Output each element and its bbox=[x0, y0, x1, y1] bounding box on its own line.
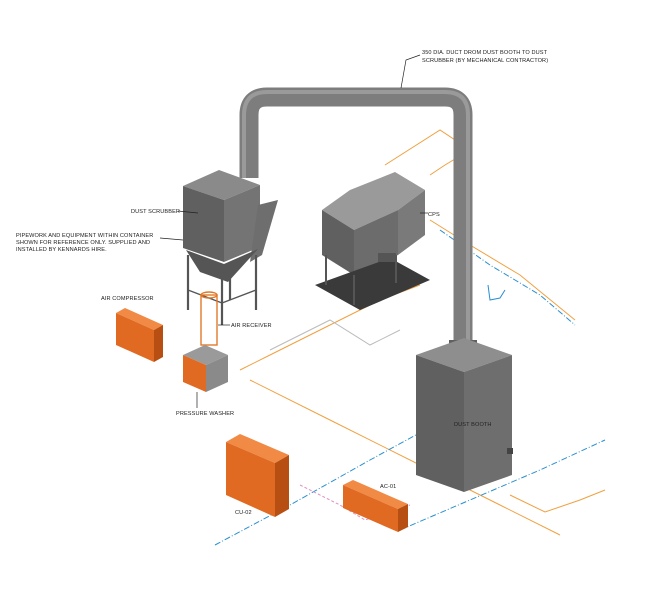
label-air-compressor: AIR COMPRESSOR bbox=[101, 296, 154, 302]
dust-scrubber bbox=[183, 170, 278, 325]
ac-01-unit bbox=[343, 480, 408, 532]
pipework-note-line1: PIPEWORK AND EQUIPMENT WITHIN CONTAINER bbox=[16, 233, 153, 239]
leader-lines bbox=[159, 54, 428, 408]
cps-motor bbox=[378, 253, 396, 262]
scrubber-hopper bbox=[250, 200, 278, 262]
duct-arch bbox=[239, 87, 473, 350]
air-receiver bbox=[200, 291, 218, 346]
scrubber-legs bbox=[186, 255, 258, 325]
label-dust-scrubber: DUST SCRUBBER bbox=[131, 209, 180, 215]
duct-highlight bbox=[242, 90, 470, 350]
ac01-side bbox=[398, 504, 408, 532]
pipework-leader bbox=[159, 237, 184, 241]
air-compressor bbox=[116, 308, 163, 362]
washer-side bbox=[206, 355, 228, 392]
label-cps: CPS bbox=[428, 212, 440, 218]
label-cu-02: CU-02 bbox=[235, 510, 252, 516]
scrubber-front bbox=[183, 186, 224, 262]
booth-side bbox=[464, 355, 512, 492]
pressure-washer bbox=[183, 345, 228, 392]
washer-top bbox=[183, 345, 228, 365]
compressor-side bbox=[154, 325, 163, 362]
duct-note-leader bbox=[400, 54, 421, 89]
compressor-top bbox=[116, 308, 163, 330]
air-receiver-tank bbox=[200, 294, 218, 346]
cps-unit bbox=[315, 172, 430, 310]
ac01-front bbox=[343, 485, 398, 532]
scrubber-cone bbox=[186, 249, 258, 282]
pipework-note-line3: INSTALLED BY KENNARDS HIRE. bbox=[16, 247, 107, 253]
dust-booth bbox=[416, 338, 513, 492]
cps-side bbox=[398, 190, 425, 255]
cps-front-left bbox=[322, 210, 354, 275]
label-air-receiver: AIR RECEIVER bbox=[231, 323, 272, 329]
compressor-front bbox=[116, 313, 154, 362]
scrubber-top bbox=[183, 170, 260, 200]
air-receiver-top bbox=[200, 291, 218, 299]
scrubber-leader bbox=[177, 210, 199, 214]
label-dust-booth: DUST BOOTH bbox=[454, 422, 492, 428]
grey-pipe-run bbox=[269, 319, 401, 351]
washer-front bbox=[183, 355, 206, 392]
orange-pipe-run-bottom bbox=[509, 489, 606, 513]
duct-note-line2: SCRUBBER (BY MECHANICAL CONTRACTOR) bbox=[422, 58, 548, 64]
cu-02-unit bbox=[226, 434, 289, 517]
label-ac-01: AC-01 bbox=[380, 484, 396, 490]
ac01-top bbox=[343, 480, 408, 509]
label-pressure-washer: PRESSURE WASHER bbox=[176, 411, 234, 417]
cu02-front bbox=[226, 442, 275, 517]
orange-pipe-run-right bbox=[429, 219, 576, 321]
cps-base bbox=[315, 258, 430, 310]
booth-outlet bbox=[507, 448, 513, 454]
cu02-side bbox=[275, 455, 289, 517]
cps-top bbox=[322, 172, 425, 230]
pipework-note-line2: SHOWN FOR REFERENCE ONLY. SUPPLIED AND bbox=[16, 240, 150, 246]
blue-pipe-run-bottom bbox=[399, 439, 606, 531]
cu02-top bbox=[226, 434, 289, 463]
booth-front bbox=[416, 355, 464, 492]
blue-pipe-riser bbox=[487, 284, 506, 301]
duct-note-line1: 350 DIA. DUCT DROM DUST BOOTH TO DUST bbox=[422, 50, 548, 56]
scrubber-side bbox=[224, 185, 260, 262]
